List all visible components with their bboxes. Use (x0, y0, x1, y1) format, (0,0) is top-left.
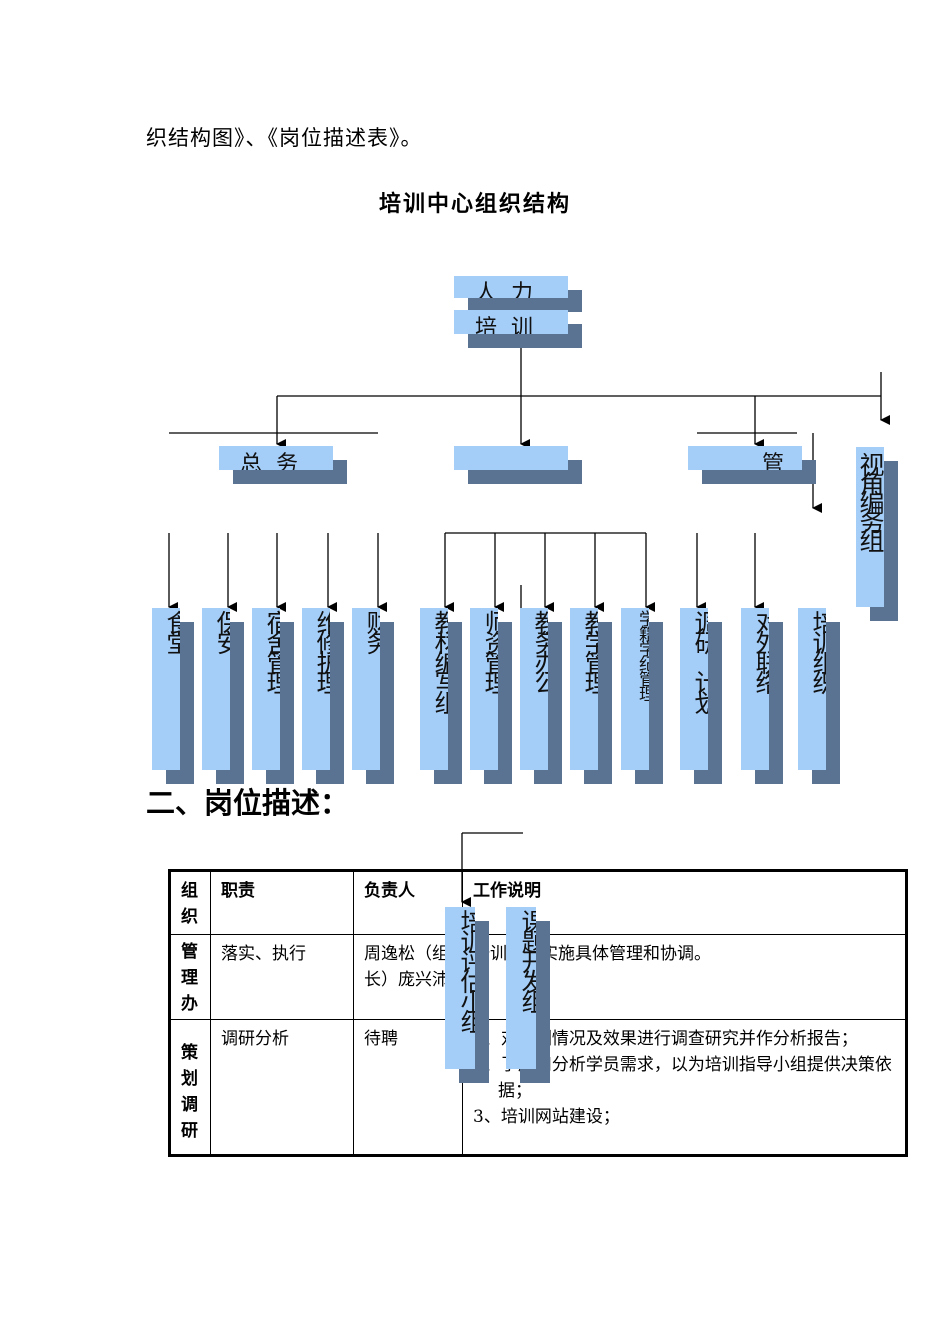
org-box-label: 人力 (474, 281, 547, 299)
table-cell-owner: 周逸松（组长）庞兴沛 (353, 934, 463, 1020)
notes-list: 1、对培训情况及效果进行调查研究并作分析报告； 2、了解和分析学员需求，以为培训… (473, 1026, 895, 1130)
org-leaf-label: 保安 (213, 610, 230, 650)
org-leaf-label: 培训组织 (809, 610, 826, 690)
org-leaf-label: 教材编写组 (431, 610, 448, 710)
intro-text: 织结构图》、《岗位描述表》。 (146, 126, 423, 150)
org-box-label: 视角编务组 (856, 452, 884, 547)
org-leaf-label: 学籍学纪管理 (635, 610, 649, 700)
table-cell-org: 管理办 (168, 934, 211, 1020)
list-item: 1、对培训情况及效果进行调查研究并作分析报告； (473, 1029, 858, 1049)
org-box-label: 管 (761, 452, 784, 471)
org-leaf-label: 维修护理 (313, 610, 330, 690)
org-box-label: 培训 (474, 316, 547, 335)
org-box-label: 总务 (239, 452, 312, 471)
org-leaf-label: 调研、计划 (691, 610, 708, 710)
list-item: 3、培训网站建设； (473, 1107, 620, 1127)
table-header-owner: 负责人 (353, 869, 463, 935)
chart-title: 培训中心组织结构 (378, 191, 571, 217)
table-cell-duty: 落实、执行 (210, 934, 354, 1020)
org-leaf-label: 师资管理 (481, 610, 498, 690)
org-floating-label: 课题开发组 (518, 909, 536, 1009)
org-floating-label: 培训评估小组 (457, 909, 475, 1029)
table-header-row: 组织构 职责 负责人 工作说明 (168, 869, 908, 935)
table-header-duty: 职责 (210, 869, 354, 935)
org-leaf-label: 教务办公 (531, 610, 548, 690)
org-leaf-label: 财务 (363, 610, 380, 650)
table-cell-org: 策划调研 (168, 1019, 211, 1157)
org-leaf-label: 教学管理 (581, 610, 598, 690)
org-leaf-label: 宿舍管理 (263, 610, 280, 690)
list-item: 2、了解和分析学员需求，以为培训指导小组提供决策依据； (473, 1055, 892, 1101)
org-leaf-label: 对外联络 (752, 610, 769, 690)
table-cell-duty: 调研分析 (210, 1019, 354, 1157)
table-header-org: 组织构 (168, 869, 211, 935)
section-heading: 二、岗位描述： (146, 786, 350, 820)
org-leaf-label: 食堂 (163, 610, 180, 650)
